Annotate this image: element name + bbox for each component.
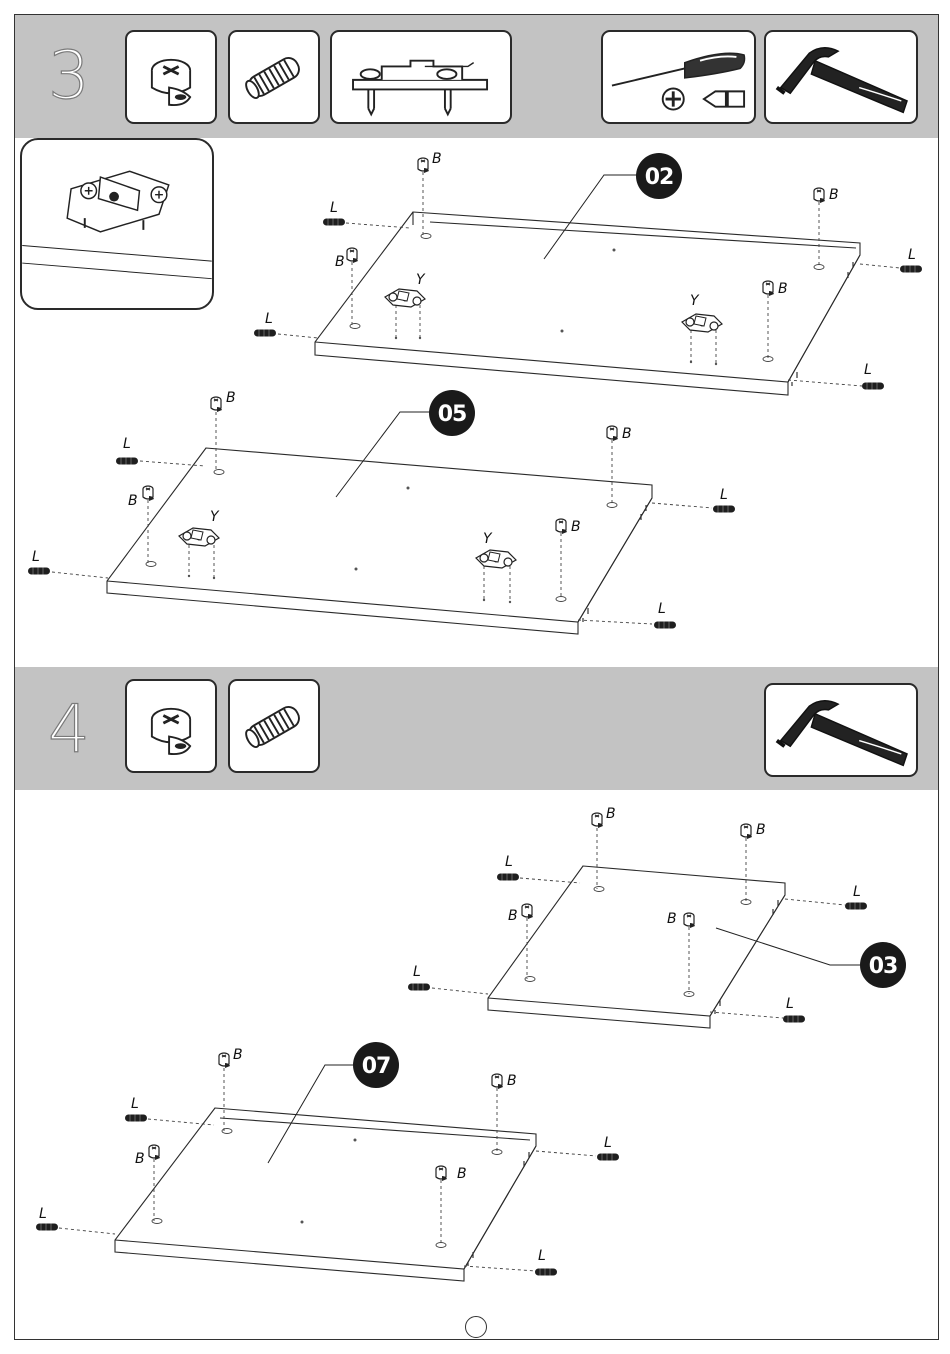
label-b: B [829,187,839,203]
label-l: L [123,436,131,452]
label-b: B [432,151,442,167]
label-b: B [335,254,345,270]
panel-id-07: 07 [362,1054,391,1079]
label-b: B [233,1047,243,1063]
label-b: B [571,519,581,535]
label-b: B [622,426,632,442]
label-b: B [606,806,616,822]
label-l: L [505,854,513,870]
page-number-circle [465,1316,487,1338]
panel-id-05: 05 [438,402,467,427]
label-b: B [507,1073,517,1089]
label-b: B [128,493,138,509]
label-l: L [538,1248,546,1264]
label-l: L [330,200,338,216]
label-b: B [135,1151,145,1167]
label-l: L [720,487,728,503]
label-l: L [32,549,40,565]
label-b: B [667,911,677,927]
label-b: B [756,822,766,838]
label-l: L [39,1206,47,1222]
label-l: L [413,964,421,980]
panel-id-03: 03 [869,954,898,979]
panel-badge-02: 02 [636,153,682,199]
label-l: L [786,996,794,1012]
label-l: L [131,1096,139,1112]
label-l: L [853,884,861,900]
panel-badge-05: 05 [429,390,475,436]
label-l: L [265,311,273,327]
label-l: L [864,362,872,378]
label-l: L [604,1135,612,1151]
label-b: B [226,390,236,406]
panel-badge-03: 03 [860,942,906,988]
panel-id-02: 02 [645,165,674,190]
label-l: L [908,247,916,263]
label-b: B [508,908,518,924]
label-y: Y [483,531,493,547]
label-y: Y [690,293,700,309]
label-y: Y [210,509,220,525]
label-b: B [778,281,788,297]
label-y: Y [416,272,426,288]
label-b: B [457,1166,467,1182]
panel-badge-07: 07 [353,1042,399,1088]
label-l: L [658,601,666,617]
